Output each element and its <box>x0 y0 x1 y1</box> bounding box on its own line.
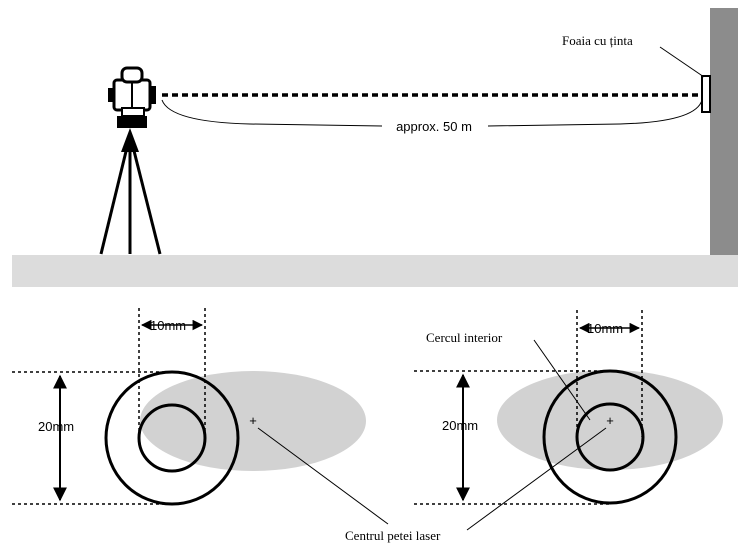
laser-center-label: Centrul petei laser <box>345 528 441 543</box>
distance-brace-right <box>487 99 703 127</box>
right-outer-circle <box>542 369 678 505</box>
inner-circle-label: Cercul interior <box>426 330 503 345</box>
total-station <box>99 66 162 255</box>
laser-center-leader-left <box>257 427 389 525</box>
left-target: + 20mm 10mm <box>12 308 366 506</box>
wall <box>710 8 738 255</box>
laser-center-leader-right <box>466 427 607 531</box>
left-outer-circle <box>104 370 240 506</box>
right-laser-spot <box>497 370 723 470</box>
left-inner-circle <box>137 403 207 473</box>
right-laser-center-mark: + <box>606 413 614 428</box>
right-target: + 20mm 10mm Cercul interior <box>414 310 723 505</box>
target-sheet <box>701 75 711 113</box>
ground <box>12 255 738 287</box>
left-width-label: 10mm <box>150 318 186 333</box>
distance-brace <box>161 99 383 127</box>
left-height-label: 20mm <box>38 419 74 434</box>
right-height-label: 20mm <box>442 418 478 433</box>
left-laser-center-mark: + <box>249 413 257 428</box>
target-sheet-leader <box>659 46 705 78</box>
left-laser-spot <box>140 371 366 471</box>
distance-label: approx. 50 m <box>396 119 472 134</box>
inner-circle-leader <box>533 339 591 421</box>
right-width-label: 10mm <box>587 321 623 336</box>
target-sheet-label: Foaia cu ținta <box>562 33 633 48</box>
